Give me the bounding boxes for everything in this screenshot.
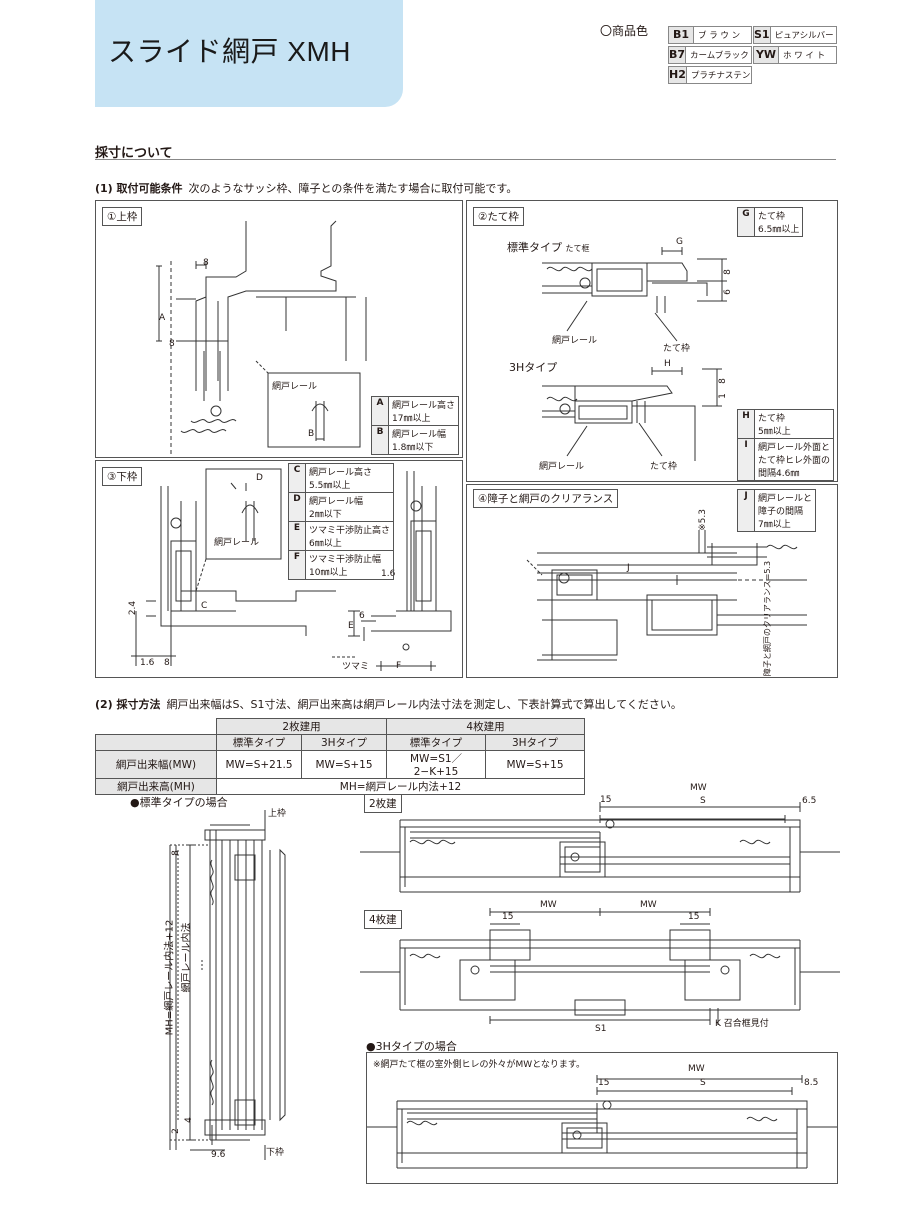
std-section-drawing: [169, 810, 286, 1160]
panel-title: ①上枠: [102, 207, 143, 226]
page-title: スライド網戸 XMH: [108, 36, 352, 67]
k-note: K 召合框見付: [715, 1019, 769, 1029]
dim-label: MW: [690, 783, 707, 793]
dim-label: 6: [722, 289, 733, 295]
two-panel-label: 2枚建: [364, 794, 402, 813]
dim-label: 15: [502, 912, 514, 922]
dim-label: G: [676, 237, 683, 247]
dim-label: ※5.3: [697, 509, 708, 531]
dim-label: 8: [164, 658, 170, 668]
color-label: 〇商品色: [600, 24, 649, 38]
dim-label: 8: [169, 339, 175, 349]
dim-label: 6.5: [802, 796, 817, 806]
top-frame-drawing: [156, 220, 367, 456]
bottom-frame-label: 下枠: [266, 1148, 285, 1158]
dim-label: D: [256, 473, 263, 483]
std-type-label: 標準タイプ たて框: [507, 241, 590, 254]
panel-title: ④障子と網戸のクリアランス: [473, 489, 619, 508]
top-frame-label: 上枠: [268, 809, 287, 819]
dim-label: S1: [595, 1024, 607, 1034]
handle-label: ツマミ: [342, 662, 370, 672]
dim-label: J: [627, 563, 630, 573]
dim-label: 2: [170, 1128, 181, 1134]
dim-label: 15: [598, 1078, 610, 1088]
bottom-frame-drawing: [131, 468, 452, 671]
dim-label: 8: [717, 378, 728, 384]
h3-type-label: 3Hタイプ: [509, 361, 558, 374]
method-line: (2) 採寸方法網戸出来幅はS、S1寸法、網戸出来高は網戸レール内法寸法を測定し…: [95, 698, 682, 711]
frame-label: たて枠: [663, 344, 691, 354]
two-panel-drawing: [360, 802, 840, 893]
rail-label: 網戸レール: [214, 538, 260, 548]
conditions-line: (1) 取付可能条件次のようなサッシ枠、障子との条件を満たす場合に取付可能です。: [95, 182, 518, 195]
rail-label: 網戸レール: [272, 382, 318, 392]
dim-label: C: [201, 601, 208, 611]
rail-label: 網戸レール: [552, 336, 598, 346]
calc-table: 2枚建用 4枚建用 標準タイプ 3Hタイプ 標準タイプ 3Hタイプ 網戸出来幅(…: [95, 718, 585, 795]
dim-label: A: [159, 313, 166, 323]
dim-label: 2.4: [128, 600, 139, 616]
h3-case-label: ●3Hタイプの場合: [366, 1040, 457, 1053]
std-case-label: ●標準タイプの場合: [130, 796, 228, 809]
dim-label: 8: [170, 850, 181, 856]
dim-label: S: [700, 796, 706, 806]
dim-label: 15: [600, 795, 612, 805]
panel-title: ③下枠: [102, 467, 143, 486]
section-title: 採寸について: [95, 146, 173, 161]
rail-label: 網戸レール: [539, 462, 585, 472]
dim-label: 1: [717, 393, 728, 399]
header-band: [95, 0, 403, 107]
dim-label: 6: [359, 611, 365, 621]
dim-label: 8.5: [804, 1078, 819, 1088]
mh-label: MH=網戸レール内法+12: [164, 919, 176, 1036]
dim-label: S: [700, 1078, 706, 1088]
dim-label: H: [664, 359, 671, 369]
dim-label: F: [396, 661, 402, 671]
h3-drawing: [367, 1075, 837, 1169]
dim-label: 8: [722, 269, 733, 275]
dim-label: 1.6: [140, 658, 155, 668]
frame-label: たて枠: [650, 462, 678, 472]
dim-label: 8: [203, 258, 209, 268]
dim-label: 4: [183, 1117, 194, 1123]
clearance-note: 障子と網戸のクリアランス=5.3: [763, 560, 773, 677]
dim-label: MW: [540, 900, 557, 910]
four-panel-drawing: [360, 908, 840, 1025]
dim-label: MW: [688, 1064, 705, 1074]
four-panel-label: 4枚建: [364, 910, 402, 929]
dim-label: 9.6: [211, 1150, 226, 1160]
h3-case-box: ※網戸たて框の室外側ヒレの外々がMWとなります。: [366, 1052, 838, 1184]
h3-note: ※網戸たて框の室外側ヒレの外々がMWとなります。: [373, 1060, 586, 1070]
rail-inner-label: 網戸レール内法: [181, 922, 193, 993]
dim-label: B: [308, 429, 315, 439]
dim-label: E: [348, 621, 354, 631]
panel-title: ②たて枠: [473, 207, 524, 226]
dim-label: MW: [640, 900, 657, 910]
panel-bottom-frame: ③下枠 D 網戸レール C 2.4 1.6 8 1.6 E 6: [95, 460, 463, 678]
section-divider: [95, 159, 836, 160]
clearance-drawing: [526, 530, 807, 661]
dim-label: 15: [688, 912, 700, 922]
vertical-frame-drawing: [542, 247, 727, 461]
